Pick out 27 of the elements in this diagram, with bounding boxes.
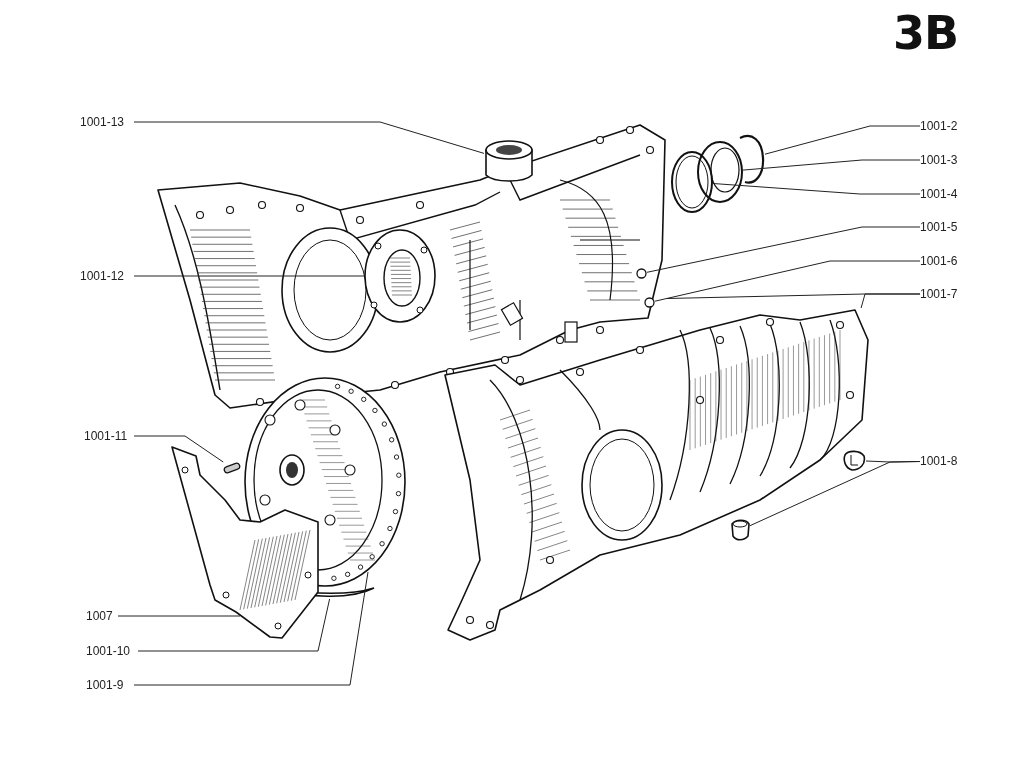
part-number: 1001-4 [920, 186, 972, 202]
part-number: 1007 [86, 608, 118, 624]
part-number: 1001-12 [80, 268, 134, 284]
leader-line [860, 293, 921, 309]
part-number: 1001-7 [920, 286, 972, 302]
leader-line [133, 275, 365, 277]
leader-line [133, 121, 485, 154]
leader-line [712, 183, 921, 195]
part-number: 1001-10 [86, 643, 138, 659]
part-number: 1001-9 [86, 677, 134, 693]
part-number: 1001-13 [80, 114, 134, 130]
part-number: 1001-3 [920, 152, 972, 168]
part-number: 1001-11 [84, 428, 134, 444]
part-number: 1001-6 [920, 253, 972, 269]
part-number: 1001-2 [920, 118, 972, 134]
part-number: 1001-8 [920, 453, 972, 469]
leader-line [764, 125, 921, 155]
leader-line [749, 461, 921, 527]
leader-line [742, 159, 921, 171]
leader-line [654, 260, 921, 302]
leader-line [133, 571, 369, 686]
section-number: 3B [892, 10, 958, 56]
leader-line [117, 615, 241, 617]
part-number: 1001-5 [920, 219, 972, 235]
leader-line [133, 435, 224, 463]
leader-line [646, 226, 921, 273]
leader-line [137, 598, 331, 652]
